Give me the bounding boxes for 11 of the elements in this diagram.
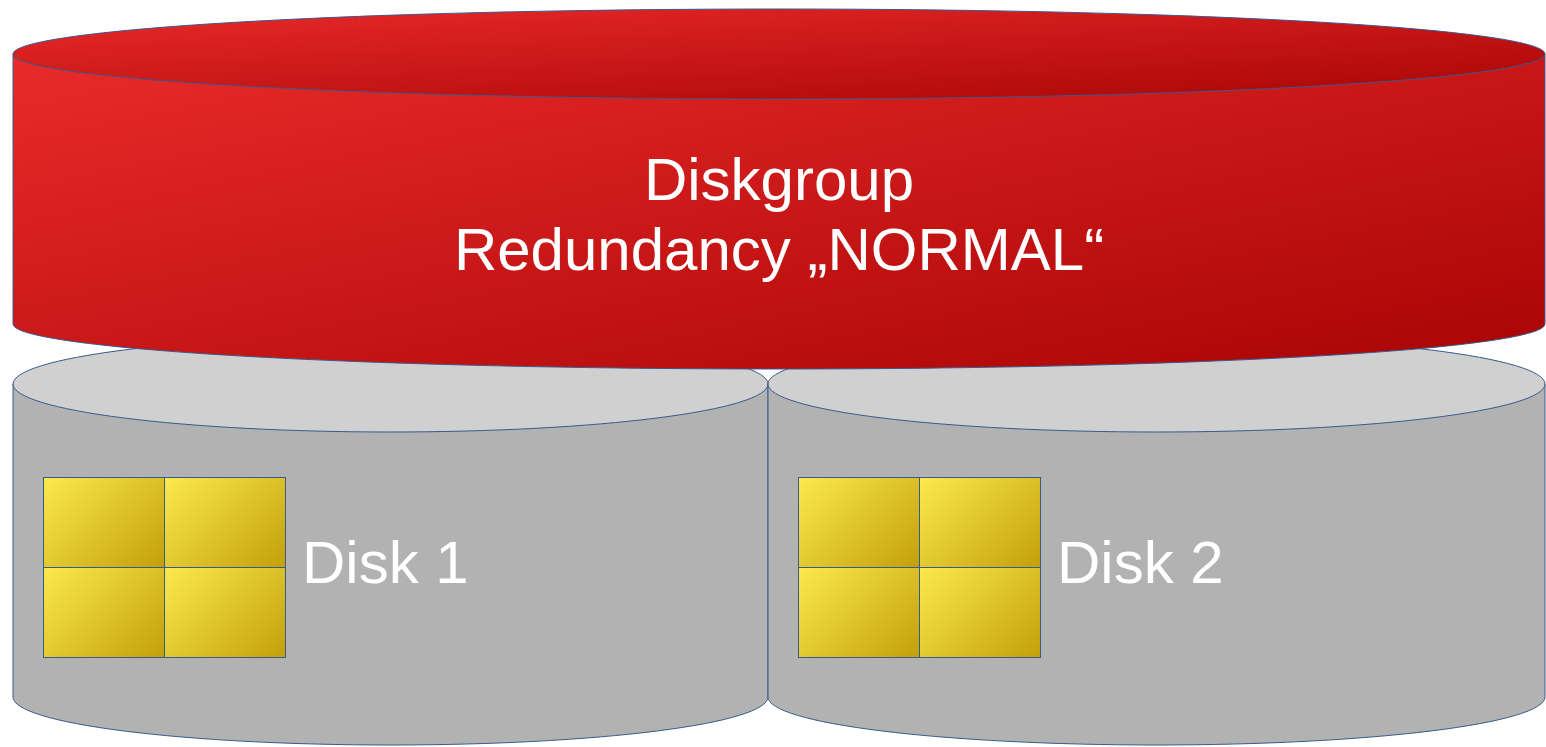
storage-block bbox=[798, 567, 920, 658]
storage-block bbox=[919, 567, 1041, 658]
storage-block bbox=[919, 477, 1041, 568]
disk-label: Disk 2 bbox=[1057, 528, 1224, 598]
storage-block bbox=[164, 567, 286, 658]
storage-block bbox=[43, 477, 165, 568]
disk-label: Disk 1 bbox=[302, 528, 469, 598]
storage-block bbox=[164, 477, 286, 568]
storage-block bbox=[43, 567, 165, 658]
storage-block bbox=[798, 477, 920, 568]
diskgroup-label: Diskgroup Redundancy „NORMAL“ bbox=[452, 145, 1106, 285]
